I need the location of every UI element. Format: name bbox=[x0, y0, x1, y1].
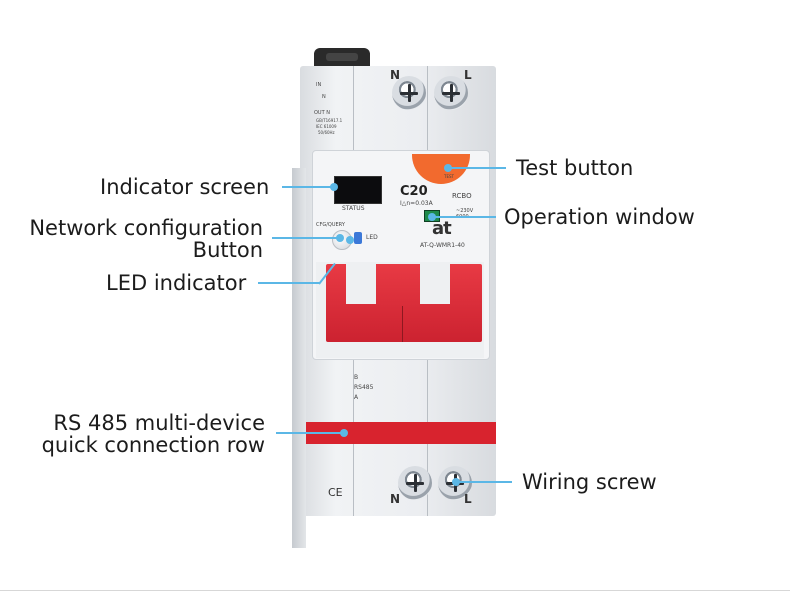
type-text: RCBO bbox=[452, 192, 472, 200]
bottom-terminal-l-label: L bbox=[464, 492, 472, 506]
leader-dot bbox=[346, 236, 354, 244]
leader-dot bbox=[452, 478, 460, 486]
rcbo-device: IN N OUT N GB/T16917.1 IEC 61009 50/60Hz… bbox=[292, 48, 504, 548]
leader-led-indicator bbox=[258, 282, 320, 284]
test-label: TEST bbox=[444, 174, 454, 179]
model-text: AT-Q-WMR1-40 bbox=[420, 242, 465, 249]
callout-indicator-screen: Indicator screen bbox=[100, 175, 270, 199]
top-terminal-l-label: L bbox=[464, 68, 472, 82]
leader-network-config bbox=[272, 237, 340, 239]
leader-dot bbox=[330, 183, 338, 191]
callout-network-config-1: Network configuration bbox=[29, 216, 263, 240]
led-indicator bbox=[354, 232, 362, 244]
top-l-screw bbox=[434, 76, 468, 110]
ce-mark: CE bbox=[328, 486, 343, 499]
callout-operation-window: Operation window bbox=[504, 205, 695, 229]
rs485-connection-row bbox=[306, 422, 496, 444]
leader-dot bbox=[444, 164, 452, 172]
rating-text: C20 bbox=[400, 184, 428, 199]
din-clip-slot bbox=[326, 53, 358, 61]
leader-dot bbox=[340, 429, 348, 437]
spec-iec: IEC 61009 bbox=[316, 124, 337, 129]
callout-network-config-2: Button bbox=[192, 238, 263, 262]
top-terminal-n-label: N bbox=[390, 68, 401, 82]
callout-rs485-1: RS 485 multi-device bbox=[53, 411, 265, 435]
callout-test-button: Test button bbox=[516, 156, 634, 180]
callout-led-indicator: LED indicator bbox=[106, 271, 247, 295]
leader-dot bbox=[428, 213, 436, 221]
led-label: LED bbox=[366, 234, 378, 241]
rs485-name-label: RS485 bbox=[354, 384, 374, 391]
rs485-a-label: A bbox=[354, 394, 359, 401]
leader-wiring-screw bbox=[458, 481, 512, 483]
spec-out: OUT N bbox=[314, 110, 330, 116]
callout-rs485-2: quick connection row bbox=[41, 433, 265, 457]
top-n-screw bbox=[392, 76, 426, 110]
brand-logo: at bbox=[432, 218, 452, 239]
leader-dot bbox=[336, 234, 344, 242]
pole-divider bbox=[353, 66, 354, 164]
spec-standard: GB/T16917.1 bbox=[316, 118, 343, 123]
bottom-terminal-n-label: N bbox=[390, 492, 401, 506]
spec-n: N bbox=[322, 94, 326, 100]
leader-rs485 bbox=[276, 432, 344, 434]
bottom-divider bbox=[0, 590, 790, 591]
leader-operation-window bbox=[434, 216, 496, 218]
indicator-screen bbox=[334, 176, 382, 204]
bottom-n-screw bbox=[398, 466, 432, 500]
voltage-text: ~230V bbox=[456, 208, 474, 214]
residual-current-text: I△n=0.03A bbox=[400, 200, 433, 207]
pole-divider bbox=[427, 66, 428, 164]
leader-test-button bbox=[450, 167, 506, 169]
spec-freq: 50/60Hz bbox=[318, 130, 335, 135]
spec-in: IN bbox=[316, 82, 322, 88]
leader-indicator-screen bbox=[282, 186, 334, 188]
callout-wiring-screw: Wiring screw bbox=[522, 470, 657, 494]
rs485-b-label: B bbox=[354, 374, 359, 381]
cfg-query-label: CFG/QUERY bbox=[316, 222, 345, 228]
status-label: STATUS bbox=[342, 205, 365, 212]
